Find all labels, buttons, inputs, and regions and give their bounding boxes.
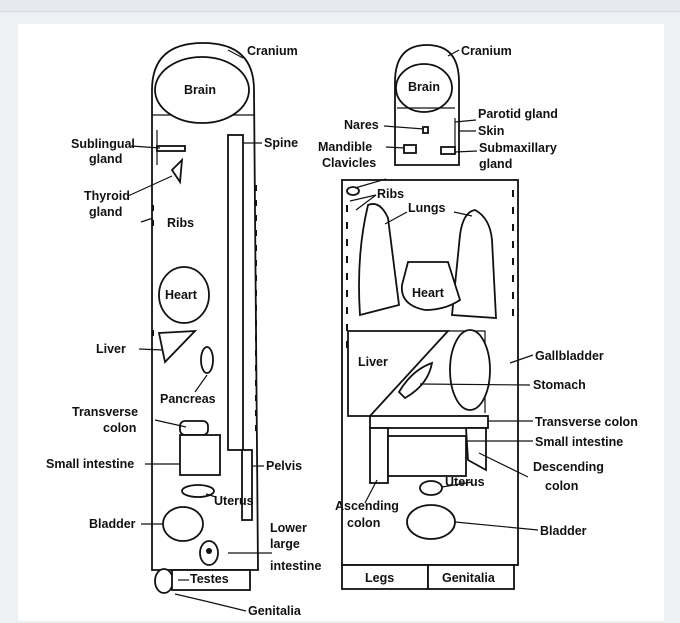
label-transverse-line1: Transverse: [72, 405, 138, 419]
label-ascending-line2: colon: [347, 516, 380, 530]
label-liver-right: Liver: [358, 355, 388, 369]
label-bladder-right: Bladder: [540, 524, 587, 538]
label-ascending-line1: Ascending: [335, 499, 399, 513]
label-heart-right: Heart: [412, 286, 445, 300]
label-sublingual-line2: gland: [89, 152, 122, 166]
label-gallbladder: Gallbladder: [535, 349, 604, 363]
right-uterus: [420, 481, 442, 495]
label-descending-line1: Descending: [533, 460, 604, 474]
label-spine: Spine: [264, 136, 298, 150]
left-small-intestine: [180, 435, 220, 475]
right-nares: [423, 127, 428, 133]
label-submaxillary-line2: gland: [479, 157, 512, 171]
label-ribs-right: Ribs: [377, 187, 404, 201]
label-sublingual-line1: Sublingual: [71, 137, 135, 151]
left-bladder: [163, 507, 203, 541]
label-lungs: Lungs: [408, 201, 446, 215]
label-submaxillary-line1: Submaxillary: [479, 141, 557, 155]
left-sublingual-gland: [157, 146, 185, 151]
left-testes: [155, 569, 173, 593]
label-thyroid-line1: Thyroid: [84, 189, 130, 203]
label-pelvis: Pelvis: [266, 459, 302, 473]
label-lower-line1: Lower: [270, 521, 307, 535]
left-pancreas: [201, 347, 213, 373]
right-ascending-colon: [370, 428, 388, 483]
left-lower-large-intestine-lumen: [206, 548, 212, 554]
right-small-intestine: [388, 436, 466, 476]
label-heart: Heart: [165, 288, 198, 302]
label-lower-line2: large: [270, 537, 300, 551]
label-legs: Legs: [365, 571, 394, 585]
left-figure: [128, 43, 272, 611]
label-cranium: Cranium: [247, 44, 298, 58]
label-nares: Nares: [344, 118, 379, 132]
label-clavicles: Clavicles: [322, 156, 376, 170]
right-transverse-colon: [370, 416, 488, 428]
left-spine: [228, 135, 243, 450]
label-descending-line2: colon: [545, 479, 578, 493]
label-pancreas: Pancreas: [160, 392, 216, 406]
label-cranium-right: Cranium: [461, 44, 512, 58]
label-skin: Skin: [478, 124, 504, 138]
right-bladder: [407, 505, 455, 539]
right-submaxillary-gland: [441, 147, 455, 154]
label-transverse-colon-right: Transverse colon: [535, 415, 638, 429]
label-genitalia: Genitalia: [248, 604, 302, 618]
label-uterus: Uterus: [214, 494, 254, 508]
right-gallbladder: [450, 330, 490, 410]
label-parotid: Parotid gland: [478, 107, 558, 121]
label-transverse-line2: colon: [103, 421, 136, 435]
label-ribs: Ribs: [167, 216, 194, 230]
label-genitalia-right: Genitalia: [442, 571, 496, 585]
label-mandible: Mandible: [318, 140, 372, 154]
label-small-intestine-right: Small intestine: [535, 435, 623, 449]
left-pelvis: [242, 450, 252, 520]
label-uterus-right: Uterus: [445, 475, 485, 489]
label-liver: Liver: [96, 342, 126, 356]
label-testes: Testes: [190, 572, 229, 586]
label-brain-right: Brain: [408, 80, 440, 94]
right-mandible: [404, 145, 416, 153]
label-bladder: Bladder: [89, 517, 136, 531]
label-thyroid-line2: gland: [89, 205, 122, 219]
label-stomach: Stomach: [533, 378, 586, 392]
right-clavicle: [347, 187, 359, 195]
label-brain: Brain: [184, 83, 216, 97]
label-lower-line3: intestine: [270, 559, 321, 573]
left-transverse-colon: [180, 421, 208, 435]
label-small-intestine: Small intestine: [46, 457, 134, 471]
